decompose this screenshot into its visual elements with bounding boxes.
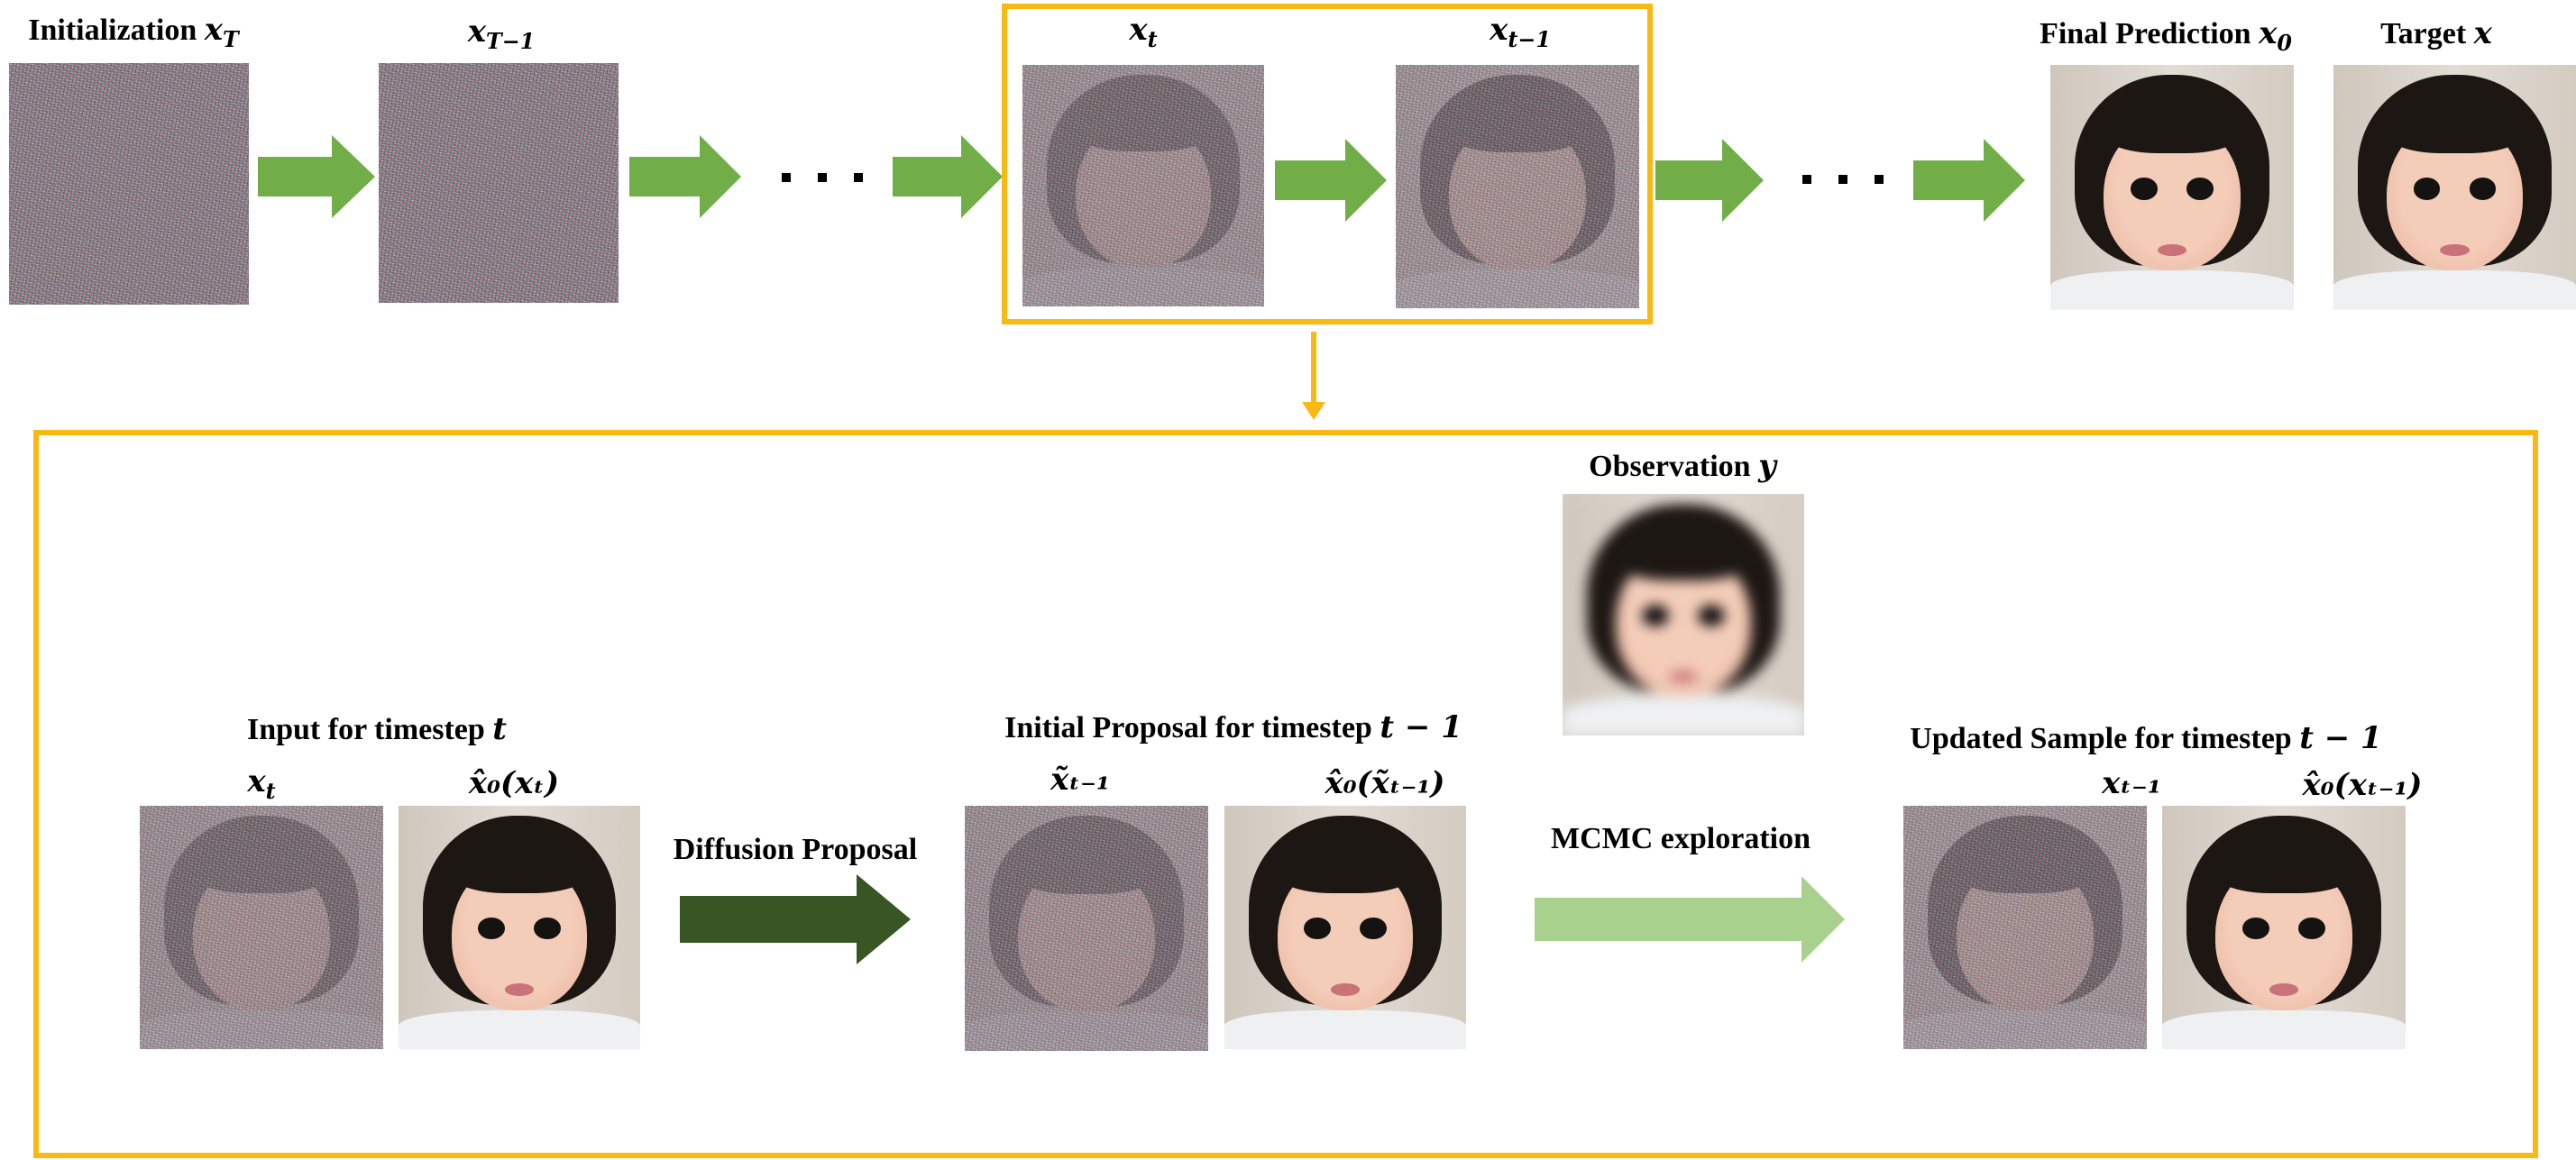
input-denoised-image xyxy=(399,806,640,1049)
xt-label: xt xyxy=(1129,12,1158,52)
proposal-denoised-image xyxy=(1224,806,1466,1049)
noisy-face-xt xyxy=(1022,65,1264,306)
noisy-face-xt-1 xyxy=(1396,65,1639,308)
proposal-x0-hat-label: x̂₀(x̃ₜ₋₁) xyxy=(1325,765,1445,801)
ellipsis-1 xyxy=(782,173,863,182)
target-image xyxy=(2333,65,2576,310)
flow-arrow-1 xyxy=(258,135,375,218)
noise-image-xT-1 xyxy=(379,63,619,303)
proposal-noisy-image xyxy=(965,806,1208,1051)
zoom-connector-arrow xyxy=(1302,332,1325,420)
noise-image-xT xyxy=(9,63,249,305)
proposal-x-tilde-label: x̃ₜ₋₁ xyxy=(1050,762,1110,798)
flow-arrow-5 xyxy=(1655,139,1764,222)
final-prediction-label: Final Prediction x0 xyxy=(2040,15,2292,56)
updated-denoised-image xyxy=(2162,806,2406,1049)
ellipsis-2 xyxy=(1802,175,1884,184)
input-timestep-label: Input for timestep t xyxy=(246,711,508,747)
updated-sample-label: Updated Sample for timestep t − 1 xyxy=(1910,720,2382,756)
observation-image xyxy=(1563,494,1804,735)
mcmc-exploration-arrow xyxy=(1535,876,1845,963)
flow-arrow-6 xyxy=(1913,139,2025,222)
highlight-box-detail xyxy=(33,430,2538,1158)
xT-1-label: xT−1 xyxy=(467,14,536,54)
flow-arrow-3 xyxy=(893,135,1003,218)
init-label: Initialization xT xyxy=(28,12,239,52)
input-noisy-image xyxy=(140,806,383,1049)
input-x0-hat-label: x̂₀(xₜ) xyxy=(468,765,560,801)
diffusion-proposal-arrow xyxy=(680,874,911,964)
highlight-box-step xyxy=(1002,4,1653,324)
mcmc-exploration-label: MCMC exploration xyxy=(1550,822,1811,855)
updated-x0-hat-label: x̂₀(xₜ₋₁) xyxy=(2302,767,2423,803)
updated-xt-1-label: xₜ₋₁ xyxy=(2102,765,2161,801)
diffusion-proposal-label: Diffusion Proposal xyxy=(673,833,918,866)
final-prediction-image xyxy=(2050,65,2294,310)
target-label: Target x xyxy=(2380,15,2492,51)
observation-label: Observation y xyxy=(1589,448,1776,484)
flow-arrow-4 xyxy=(1275,139,1387,222)
flow-arrow-2 xyxy=(629,135,741,218)
xt-1-label: xt−1 xyxy=(1490,12,1551,52)
input-xt-label: xt xyxy=(247,763,276,804)
updated-noisy-image xyxy=(1903,806,2147,1049)
initial-proposal-label: Initial Proposal for timestep t − 1 xyxy=(1004,709,1462,745)
